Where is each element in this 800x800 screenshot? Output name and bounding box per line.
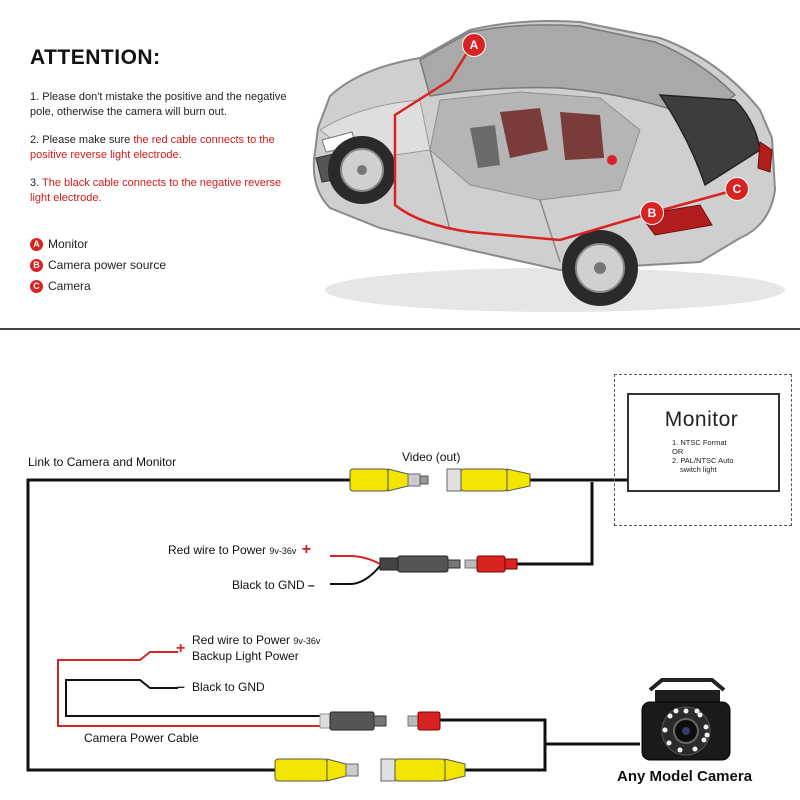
link-label: Link to Camera and Monitor [28,455,177,469]
legend-label-camera: Camera [48,279,91,293]
monitor-note-line2: OR [672,447,684,456]
red-power-text-1: Red wire to Power [168,543,267,557]
wire-monitor-power [517,482,594,566]
rca-female-top [349,468,429,492]
monitor-box [627,393,780,492]
plus-sign-2: + [176,640,186,657]
wire-camera [465,742,640,772]
monitor-note-line4: switch light [680,465,717,474]
rca-male-top [446,468,531,492]
rca-female-bottom [380,758,466,782]
power-plug-monitor [379,555,518,573]
power-plug-camera [319,711,441,731]
car-marker-c: C [725,177,749,201]
legend-camera: C Camera [30,279,91,293]
red-power-label-2: Red wire to Power 9v-36v [192,633,320,647]
legend-monitor: A Monitor [30,237,88,251]
legend-badge-a: A [30,237,43,251]
note-2-red: the red cable connects to the positive r… [30,134,275,161]
car-marker-a: A [462,33,486,57]
section-divider [0,328,800,330]
backup-light-label: Backup Light Power [192,649,299,663]
red-power-range-1: 9v-36v [269,546,297,556]
wire-camera-power [440,718,547,744]
monitor-note: 1. NTSC Format OR 2. PAL/NTSC Auto switc… [672,438,734,474]
attention-title: ATTENTION: [30,46,161,69]
wire-main-loop [26,478,350,772]
red-power-text-2: Red wire to Power [192,633,291,647]
backup-camera [641,678,731,761]
note-3-red: The black cable connects to the negative… [30,177,282,204]
monitor-dashed-frame [614,374,792,526]
legend-badge-b: B [30,258,43,272]
car-illustration [312,20,785,312]
wiring-diagram [26,468,731,782]
legend-label-monitor: Monitor [48,237,89,251]
monitor-note-line3: 2. PAL/NTSC Auto [672,456,734,465]
monitor-note-line1: 1. NTSC Format [672,438,727,447]
rca-male-bottom [274,758,359,782]
camera-power-cable-label: Camera Power Cable [84,731,199,745]
minus-sign-1: – [308,578,315,592]
red-power-label-1: Red wire to Power 9v-36v + [168,541,311,559]
note-3: 3. The black cable connects to the negat… [30,176,295,206]
note-2-prefix: 2. Please make sure [30,134,134,146]
note-1: 1. Please don't mistake the positive and… [30,91,287,118]
monitor-title: Monitor [664,408,739,431]
car-marker-b: B [640,201,664,225]
minus-sign-2: – [177,678,185,694]
note-3-prefix: 3. [30,177,43,189]
video-out-label: Video (out) [402,450,461,464]
note-2: 2. Please make sure the red cable connec… [30,133,295,163]
black-gnd-label-1: Black to GND – [232,578,315,592]
legend-label-power-source: Camera power source [48,258,167,272]
legend-badge-c: C [30,279,43,293]
black-gnd-text-1: Black to GND [232,578,305,592]
black-gnd-label-2: Black to GND [192,680,265,694]
red-power-range-2: 9v-36v [293,636,321,646]
legend-power-source: B Camera power source [30,258,166,272]
plus-sign-1: + [301,541,312,558]
camera-label: Any Model Camera [617,768,753,785]
